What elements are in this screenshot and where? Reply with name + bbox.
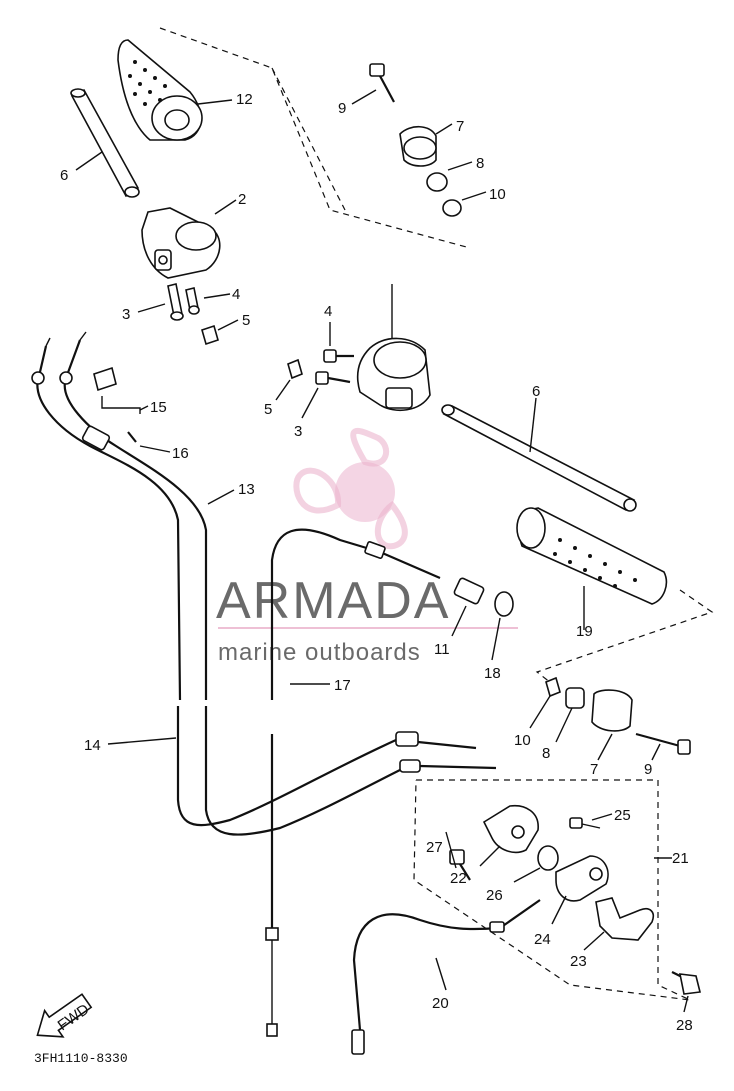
callout-26: 26 (486, 887, 503, 904)
group-outline-top-2 (271, 67, 346, 211)
throttle-holder (356, 284, 431, 412)
callout-10-right: 10 (514, 732, 531, 749)
right-screw-3 (315, 371, 351, 385)
washer-26 (537, 845, 559, 871)
lever-22 (482, 804, 539, 854)
watermark-logo (293, 427, 408, 550)
callout-24: 24 (534, 931, 551, 948)
nut-18 (494, 591, 514, 617)
right-grip (516, 507, 668, 605)
callout-7-right: 7 (590, 761, 598, 778)
nut-10-right (545, 676, 561, 698)
callout-8-top: 8 (476, 155, 484, 172)
left-grip (117, 39, 203, 141)
watermark-tagline: marine outboards (218, 639, 421, 666)
collar-8-top (426, 172, 448, 192)
callout-25: 25 (614, 807, 631, 824)
bolt-9-top (369, 63, 395, 103)
callout-20: 20 (432, 995, 449, 1012)
callout-5-right: 5 (264, 401, 272, 418)
callout-10-top: 10 (489, 186, 506, 203)
callout-4-right: 4 (324, 303, 332, 320)
left-handlebar (70, 88, 140, 198)
carb-cable-ends (395, 731, 497, 773)
watermark-brand: ARMADA (216, 572, 450, 630)
callout-21: 21 (672, 850, 689, 867)
callout-3-left: 3 (122, 306, 130, 323)
diagram-code: 3FH1110-8330 (34, 1051, 128, 1066)
throttle-cables (31, 331, 401, 836)
right-cap-5 (287, 358, 303, 380)
right-handlebar (441, 404, 637, 512)
callout-22: 22 (450, 870, 467, 887)
callout-17: 17 (334, 677, 351, 694)
callout-28: 28 (676, 1017, 693, 1034)
clip-16 (127, 431, 137, 443)
adjuster-19 (453, 577, 485, 605)
callout-11: 19 (576, 623, 593, 640)
fwd-arrow-icon (36, 993, 93, 1038)
bracket-23 (595, 897, 655, 941)
bolt-28 (671, 971, 701, 995)
left-cap-5 (201, 324, 219, 346)
callout-3-right: 3 (294, 423, 302, 440)
callout-15: 15 (150, 399, 167, 416)
callout-6-left: 6 (60, 167, 68, 184)
nut-10-top (442, 199, 462, 217)
callout-16: 16 (172, 445, 189, 462)
switch-assembly-outline (413, 779, 691, 1001)
cable-end-15 (93, 366, 117, 392)
bolt-9-right (635, 732, 691, 755)
screw-25 (569, 817, 601, 829)
callout-18: 18 (484, 665, 501, 682)
callout-19: 11 (434, 641, 450, 658)
weight-7-right (591, 689, 633, 732)
group-outline-right (535, 589, 714, 691)
group-outline-top (159, 27, 471, 249)
callout-9-top: 9 (338, 100, 346, 117)
callout-7-top: 7 (456, 118, 464, 135)
callout-6-right: 6 (532, 383, 540, 400)
left-holder (141, 207, 221, 279)
callout-9-right: 9 (644, 761, 652, 778)
callout-27: 27 (426, 839, 443, 856)
right-screw-4 (323, 349, 354, 363)
callout-2: 2 (238, 191, 246, 208)
left-screw-3 (167, 283, 184, 321)
switch-24 (555, 855, 609, 902)
cable-20 (351, 899, 541, 1055)
callout-5-left: 5 (242, 312, 250, 329)
callout-23: 23 (570, 953, 587, 970)
callout-13: 13 (238, 481, 255, 498)
callout-14: 14 (84, 737, 101, 754)
left-screw-4 (185, 287, 200, 315)
choke-cable (265, 528, 441, 1037)
callout-12: 12 (236, 91, 253, 108)
callout-4-left: 4 (232, 286, 240, 303)
weight-7-top (399, 125, 437, 167)
callout-8-right: 8 (542, 745, 550, 762)
collar-8-right (565, 687, 585, 709)
